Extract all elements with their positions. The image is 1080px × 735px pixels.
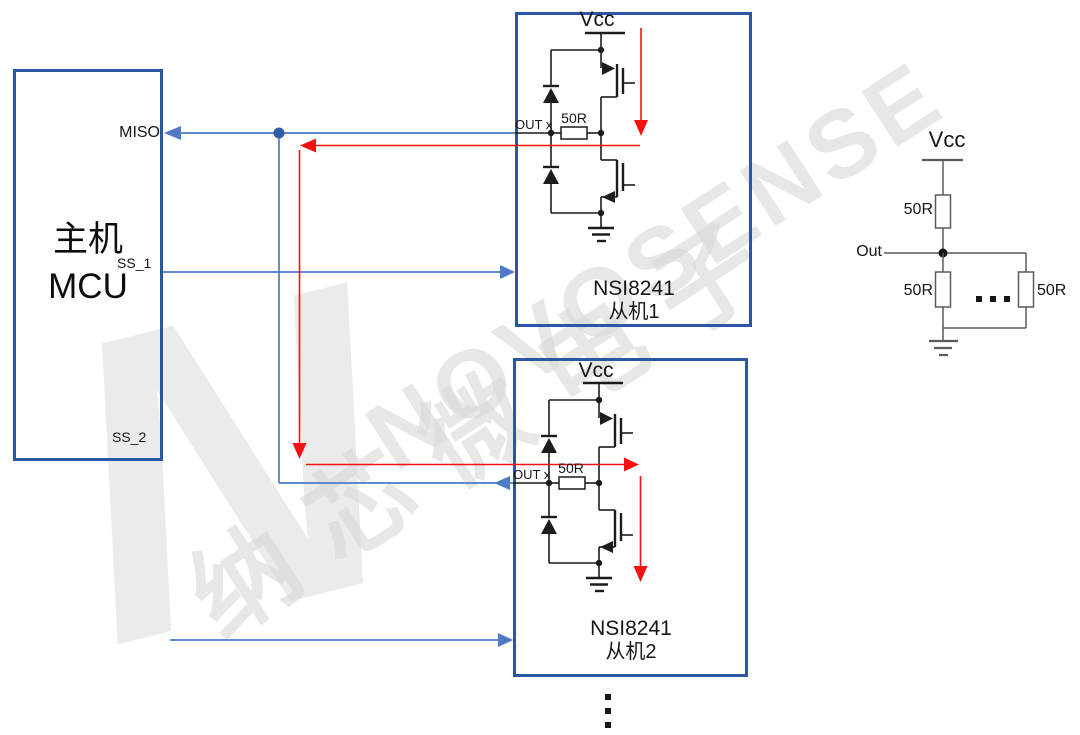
ss1-arrowhead: [500, 265, 515, 279]
mcu-title-en: MCU: [48, 267, 128, 306]
mcu-pin-ss2: SS_2: [112, 429, 147, 445]
slave2-vcc-label: Vcc: [578, 359, 614, 382]
ss1-wire: [163, 265, 515, 279]
miso-bus-wire: [164, 126, 515, 490]
termination-resistor-right-label: 50R: [1037, 282, 1067, 299]
slave2-role: 从机2: [605, 641, 657, 663]
slave1-out-pin-label: OUT x: [515, 117, 553, 132]
slave2-out-arrowhead: [494, 476, 510, 490]
ss2-arrowhead: [498, 633, 513, 647]
slave1-part-number: NSI8241: [593, 277, 675, 300]
host-mcu-box: [13, 69, 163, 461]
termination-vcc-label: Vcc: [928, 127, 966, 152]
termination-resistor-left: [934, 271, 952, 308]
bus-junction-dot: [273, 127, 285, 139]
ss2-wire: [170, 633, 513, 647]
termination-resistor-top: [934, 194, 952, 229]
out-node-dot: [938, 248, 948, 258]
slave2-out-pin-label: OUT x: [513, 467, 551, 482]
termination-out-label: Out: [856, 243, 882, 260]
termination-resistor-left-label: 50R: [903, 282, 933, 299]
mcu-title: 主机 MCU: [13, 216, 163, 310]
slave1-resistor-label: 50R: [561, 110, 587, 126]
slave2-resistor-label: 50R: [558, 460, 584, 476]
termination-resistor-top-label: 50R: [903, 201, 933, 218]
miso-arrowhead: [164, 126, 181, 140]
mcu-pin-miso: MISO: [119, 124, 160, 141]
red-down-arrowhead: [292, 443, 307, 459]
termination-ellipsis: [976, 296, 1010, 302]
termination-resistor-right: [1017, 271, 1035, 308]
mcu-pin-ss1: SS_1: [117, 255, 152, 271]
more-slaves-ellipsis: [605, 694, 611, 728]
slave1-name: NSI8241 从机1: [517, 277, 751, 324]
slave2-part-number: NSI8241: [590, 617, 672, 640]
slave2-name: NSI8241 从机2: [515, 617, 747, 664]
red-left-arrowhead: [300, 138, 316, 153]
slave1-vcc-label: Vcc: [579, 8, 615, 31]
mcu-title-cn: 主机: [52, 220, 123, 259]
slave1-role: 从机1: [608, 301, 660, 323]
termination-network: [884, 158, 1035, 357]
